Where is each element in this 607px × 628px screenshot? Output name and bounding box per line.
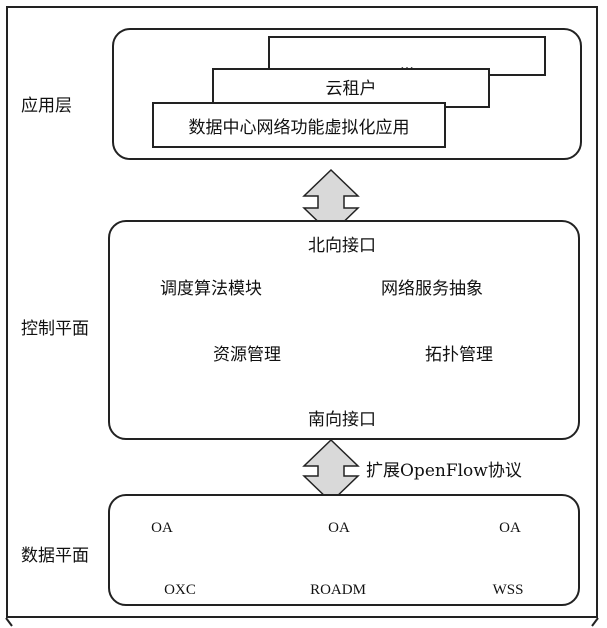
data-plane-label: 数据平面 (21, 546, 89, 566)
module-topology-management: 拓扑管理 (378, 332, 540, 372)
southbound-interface-label: 南向接口 (308, 410, 376, 430)
roadm-device-label: ROADM (310, 582, 366, 598)
wss-device-label: WSS (492, 582, 524, 598)
app-layer-label: 应用层 (21, 96, 72, 116)
module-topology-management-label: 拓扑管理 (425, 344, 493, 365)
app-card-cloud-tenant-label: 云租户 (325, 78, 377, 99)
module-network-service-abstraction-label: 网络服务抽象 (381, 278, 483, 299)
oxc-chip-label: oxc (150, 556, 166, 566)
control-plane-box (108, 220, 580, 440)
module-resource-management-label: 资源管理 (213, 344, 281, 365)
control-plane-label: 控制平面 (21, 319, 89, 339)
app-card-nfv-app: 数据中心网络功能虚拟化应用 (152, 102, 446, 148)
frame-corner-tick (5, 617, 13, 627)
frame-corner-tick (591, 617, 599, 627)
app-card-nfv-app-label: 数据中心网络功能虚拟化应用 (188, 117, 410, 138)
data-plane-box (108, 494, 580, 606)
module-network-service-abstraction: 网络服务抽象 (346, 266, 518, 306)
module-resource-management: 资源管理 (162, 332, 332, 372)
protocol-label: 扩展OpenFlow协议 (366, 461, 522, 481)
module-scheduling-algorithm-label: 调度算法模块 (160, 278, 262, 299)
outer-frame (6, 6, 598, 618)
northbound-interface-label: 北向接口 (308, 236, 376, 256)
wss-oa-label: OA (499, 519, 521, 536)
oxc-device-label: OXC (164, 582, 196, 598)
oxc-oa-label: OA (151, 519, 173, 536)
roadm-oa-label: OA (328, 519, 350, 536)
app-card-cloud-tenant: 云租户 (212, 68, 490, 108)
module-scheduling-algorithm: 调度算法模块 (126, 266, 296, 306)
double-arrow-control-data (302, 438, 360, 504)
